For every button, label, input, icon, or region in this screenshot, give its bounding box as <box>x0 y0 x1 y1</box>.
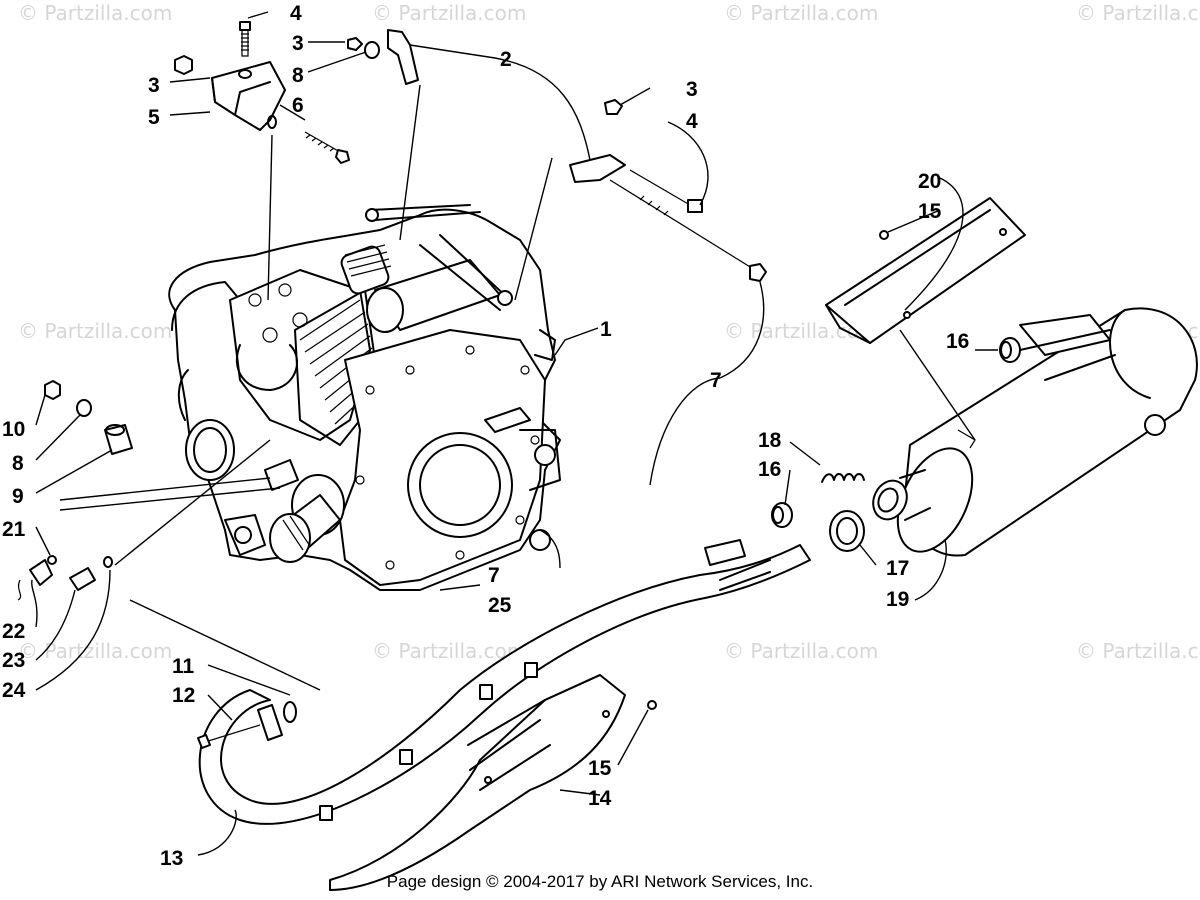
part-label: 16 <box>758 458 781 481</box>
part-label: 15 <box>588 757 612 780</box>
watermark: © Partzilla.com <box>724 1 878 25</box>
part-label: 7 <box>488 564 500 587</box>
watermark: © Partzilla.com <box>18 1 172 25</box>
muffler <box>872 307 1198 557</box>
part-label: 13 <box>160 847 183 870</box>
engine-mount-strap <box>347 29 767 282</box>
part-label: 15 <box>918 200 942 223</box>
exhaust-spring <box>821 473 865 483</box>
part-label: 19 <box>886 588 909 611</box>
watermark: © Partzilla.com <box>724 639 878 663</box>
watermark: © Partzilla.com <box>1076 639 1200 663</box>
part-label: 25 <box>488 594 512 617</box>
page-footer: Page design © 2004-2017 by ARI Network S… <box>386 872 814 891</box>
part-label: 6 <box>292 94 304 117</box>
part-label: 17 <box>886 557 909 580</box>
part-label: 8 <box>12 452 24 475</box>
part-label: 2 <box>500 48 512 71</box>
part-label: 12 <box>172 684 195 707</box>
part-label: 18 <box>758 429 782 452</box>
part-label: 10 <box>2 418 25 441</box>
part-label: 3 <box>686 78 698 101</box>
part-label: 4 <box>686 110 698 133</box>
part-label: 8 <box>292 64 304 87</box>
exhaust-pipe <box>197 539 811 825</box>
part-label: 3 <box>148 74 160 97</box>
watermark: © Partzilla.com <box>372 1 526 25</box>
part-label: 9 <box>12 485 24 508</box>
heat-shield-upper <box>825 197 1026 344</box>
part-label: 7 <box>710 369 722 392</box>
part-label: 3 <box>292 32 304 55</box>
part-labels: 1 2 3 3 3 4 4 5 6 7 7 8 8 9 10 11 12 13 … <box>2 2 969 870</box>
part-label: 21 <box>2 518 26 541</box>
leader-lines <box>31 11 998 856</box>
part-label: 14 <box>588 787 612 810</box>
part-label: 22 <box>2 620 25 643</box>
part-label: 24 <box>2 679 26 702</box>
part-label: 1 <box>600 318 612 341</box>
engine-mount-bracket <box>174 21 350 164</box>
watermark: © Partzilla.com <box>1076 1 1200 25</box>
grommets <box>771 337 1021 528</box>
part-label: 5 <box>148 106 160 129</box>
part-label: 20 <box>918 170 941 193</box>
part-label: 16 <box>946 330 969 353</box>
small-hardware-left <box>17 380 551 601</box>
watermark: © Partzilla.com <box>18 319 172 343</box>
watermark: © Partzilla.com <box>18 639 172 663</box>
heat-shield-lower <box>319 662 657 891</box>
engine-assembly <box>168 204 561 591</box>
part-label: 11 <box>172 655 195 678</box>
part-label: 4 <box>290 2 302 25</box>
exhaust-gasket <box>829 510 865 552</box>
part-label: 23 <box>2 649 25 672</box>
